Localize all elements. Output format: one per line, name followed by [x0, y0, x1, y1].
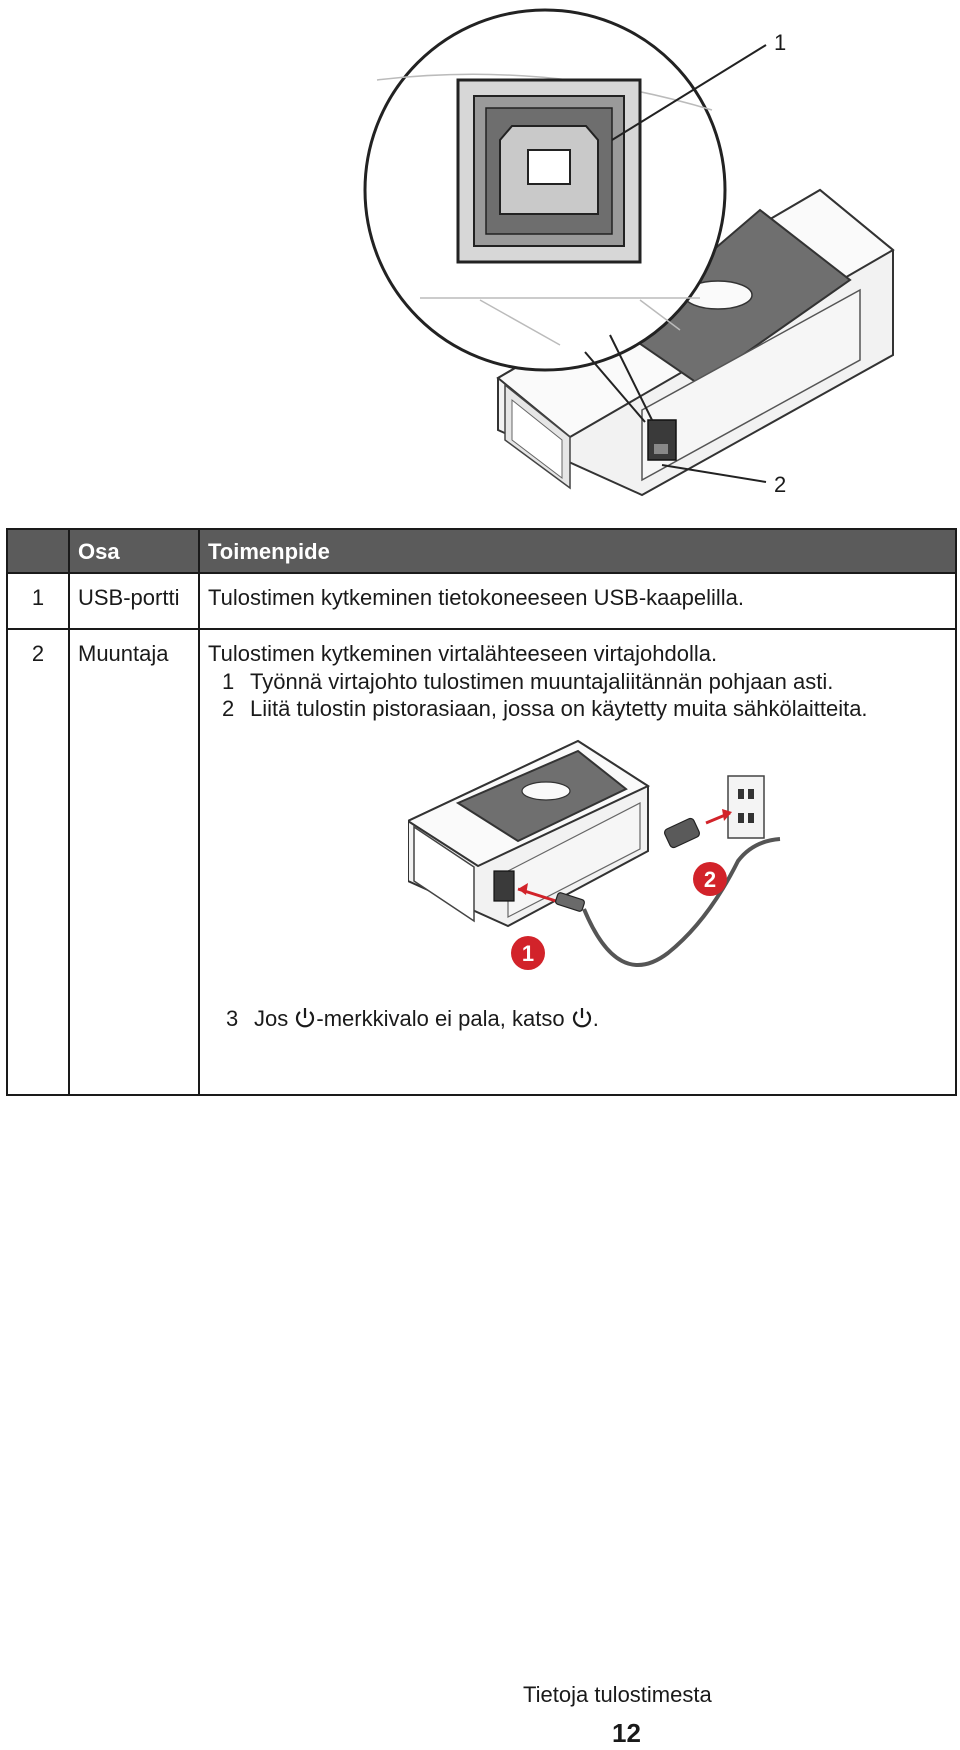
- step-1: 1 Työnnä virtajohto tulostimen muuntajali…: [222, 668, 955, 696]
- row-number: 2: [6, 628, 70, 1096]
- row-number: 1: [6, 572, 70, 630]
- table-header-row: Osa Toimenpide: [6, 528, 957, 574]
- footer-section-title: Tietoja tulostimesta: [523, 1682, 712, 1707]
- row-action: Tulostimen kytkeminen virtalähteeseen vi…: [208, 641, 718, 666]
- usb-port-icon: [456, 78, 642, 264]
- step-number: 3: [226, 1005, 239, 1031]
- power-icon: [296, 1007, 315, 1027]
- step-text: Liitä tulostin pistorasiaan, jossa on kä…: [250, 696, 868, 721]
- row-part: Muuntaja: [68, 628, 200, 1096]
- step3-post: .: [592, 1005, 599, 1031]
- badge-2: 1: [511, 935, 545, 970]
- callout-usb-number: 1: [774, 30, 787, 55]
- badge-1: 2: [693, 861, 727, 896]
- power-icon: [572, 1007, 591, 1027]
- row-action: Tulostimen kytkeminen tietokoneeseen USB…: [198, 572, 957, 630]
- svg-text:2: 2: [704, 867, 716, 892]
- parts-table: Osa Toimenpide 1 USB-portti Tulostimen k…: [6, 528, 957, 1096]
- step-number: 1: [222, 668, 235, 694]
- table-row: 2 Muuntaja Tulostimen kytkeminen virtalä…: [6, 628, 957, 1096]
- page-number: 12: [612, 1718, 641, 1748]
- row-part: USB-portti: [68, 572, 200, 630]
- step-2: 2 Liitä tulostin pistorasiaan, jossa on k…: [222, 695, 955, 723]
- header-action: Toimenpide: [198, 528, 957, 574]
- power-cord-illustration: 2 1: [408, 739, 781, 970]
- step3-mid: -merkkivalo ei pala, katso: [316, 1005, 565, 1031]
- step3-pre: Jos: [254, 1005, 289, 1031]
- header-number: [6, 528, 70, 574]
- callout-power-number: 2: [774, 472, 787, 497]
- printer-usb-illustration: [363, 8, 895, 497]
- header-part: Osa: [68, 528, 200, 574]
- step-text: Työnnä virtajohto tulostimen muuntajalii…: [250, 668, 834, 694]
- step-number: 2: [222, 696, 235, 721]
- step-3: 3 Jos -merkkivalo ei pala, katso .: [226, 1005, 955, 1033]
- row-action-cell: Tulostimen kytkeminen virtalähteeseen vi…: [198, 628, 957, 1096]
- svg-text:1: 1: [522, 941, 534, 966]
- table-row: 1 USB-portti Tulostimen kytkeminen tieto…: [6, 572, 957, 630]
